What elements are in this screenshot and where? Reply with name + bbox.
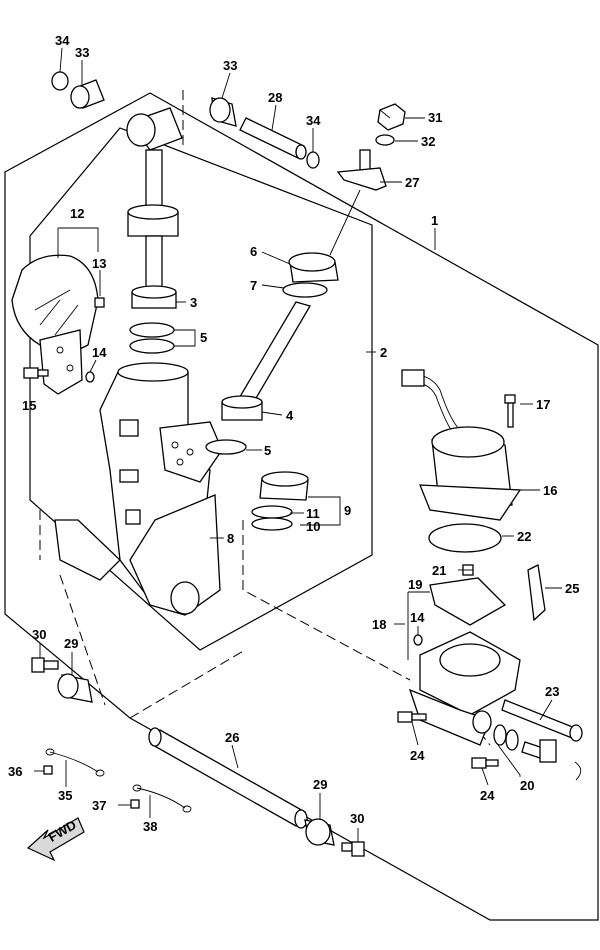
shaft-26 [148, 727, 308, 829]
ground-lead-38 [132, 784, 192, 813]
ground-lead-35 [45, 748, 105, 777]
o-ring-11 [251, 505, 293, 519]
bolt-23 [501, 699, 583, 742]
leader-lines [29, 47, 562, 842]
washer-32 [375, 134, 395, 146]
reservoir-19 [429, 577, 507, 626]
piston-3 [131, 285, 177, 309]
callout-6: 6 [250, 244, 257, 259]
bolt-17 [504, 394, 516, 428]
bush-29-left [57, 673, 93, 703]
callout-36: 36 [8, 764, 22, 779]
callout-35: 35 [58, 788, 72, 803]
callout-26: 26 [225, 730, 239, 745]
o-ring-34-top-left [51, 71, 69, 91]
callout-33: 33 [223, 58, 237, 73]
callout-20: 20 [520, 778, 534, 793]
callout-3: 3 [190, 295, 197, 310]
o-ring-22 [428, 523, 502, 553]
cap-6 [288, 252, 339, 283]
tube-4 [221, 301, 311, 421]
callout-31: 31 [428, 110, 442, 125]
free-piston-9 [259, 471, 309, 501]
callout-30: 30 [32, 627, 46, 642]
callout-22: 22 [517, 529, 531, 544]
o-ring-7 [282, 282, 328, 298]
callout-14: 14 [92, 345, 107, 360]
screw-37 [130, 799, 140, 809]
callout-34: 34 [306, 113, 321, 128]
screw-13 [94, 297, 105, 308]
callout-12: 12 [70, 206, 84, 221]
bolt-24-upper [397, 711, 427, 723]
cover-12 [11, 254, 99, 395]
bush-33-top [209, 97, 237, 127]
callout-4: 4 [286, 408, 294, 423]
pin-28 [239, 117, 307, 160]
valve-20 [493, 724, 582, 781]
callout-5: 5 [264, 443, 271, 458]
dashed-guide-3 [59, 574, 106, 706]
callout-34: 34 [55, 33, 70, 48]
fitting-27 [336, 149, 387, 191]
nut-31 [377, 103, 406, 131]
callout-1: 1 [431, 213, 438, 228]
callout-32: 32 [421, 134, 435, 149]
callout-8: 8 [227, 531, 234, 546]
callout-17: 17 [536, 397, 550, 412]
callout-16: 16 [543, 483, 557, 498]
callout-21: 21 [432, 563, 446, 578]
bolt-30-right [341, 841, 365, 857]
washer-14-left [85, 371, 95, 383]
callout-28: 28 [268, 90, 282, 105]
pump-18 [408, 631, 521, 746]
callout-7: 7 [250, 278, 257, 293]
callout-2: 2 [380, 345, 387, 360]
trim-rod [126, 107, 183, 293]
bolt-24-lower [471, 757, 499, 769]
fwd-arrow: FWD [26, 817, 85, 862]
bush-33-top-left [70, 79, 105, 109]
callout-33: 33 [75, 45, 89, 60]
o-ring-5-upper-b [129, 338, 175, 354]
o-ring-5-lower [205, 439, 247, 455]
screw-36 [43, 765, 53, 775]
callout-18: 18 [372, 617, 386, 632]
callout-labels: 34 33 33 28 34 31 32 27 1 12 13 6 7 3 5 … [8, 33, 579, 834]
bolt-15 [23, 367, 49, 379]
o-ring-5-upper-a [129, 322, 175, 338]
callout-14: 14 [410, 610, 425, 625]
callout-10: 10 [306, 519, 320, 534]
callout-29: 29 [64, 636, 78, 651]
manual-valve-25 [527, 564, 546, 622]
callout-24: 24 [480, 788, 495, 803]
callout-11: 11 [306, 506, 320, 521]
cylinder-body [54, 362, 223, 616]
callout-13: 13 [92, 256, 106, 271]
callout-38: 38 [143, 819, 157, 834]
assembly-2-frame [29, 127, 373, 651]
callout-15: 15 [22, 398, 36, 413]
o-ring-10 [251, 517, 293, 531]
callout-25: 25 [565, 581, 579, 596]
o-ring-14-right [413, 634, 423, 646]
bolt-30-left [31, 657, 59, 673]
callout-27: 27 [405, 175, 419, 190]
bush-29-right [304, 818, 335, 846]
callout-23: 23 [545, 684, 559, 699]
callout-19: 19 [408, 577, 422, 592]
callout-30: 30 [350, 811, 364, 826]
dashed-guide-2 [242, 520, 411, 681]
callout-24: 24 [410, 748, 425, 763]
assembly-1-frame [4, 92, 599, 921]
callout-9: 9 [344, 503, 351, 518]
o-ring-34-top [306, 151, 320, 169]
callout-37: 37 [92, 798, 106, 813]
callout-29: 29 [313, 777, 327, 792]
dashed-guide-4 [129, 649, 246, 719]
motor-16 [401, 369, 522, 521]
callout-5: 5 [200, 330, 207, 345]
